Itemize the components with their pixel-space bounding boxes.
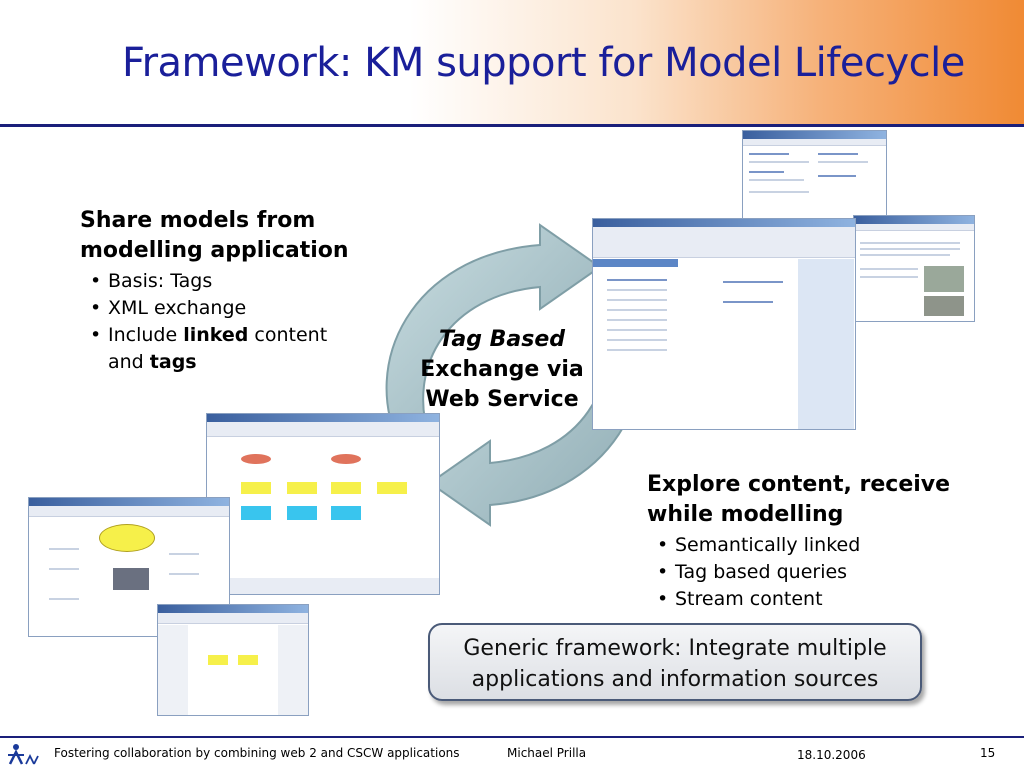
bullet3-mid: content xyxy=(248,324,328,346)
footer-talk-title: Fostering collaboration by combining web… xyxy=(54,746,460,760)
footer: Fostering collaboration by combining web… xyxy=(0,736,1024,770)
ide-screenshot xyxy=(157,604,309,716)
footer-page-number: 15 xyxy=(980,746,996,760)
share-bullet-list: Basis: Tags XML exchange Include linked … xyxy=(80,268,349,376)
center-exchange-label: Tag Based Exchange via Web Service xyxy=(412,325,592,415)
explore-bullet-list: Semantically linked Tag based queries St… xyxy=(647,532,950,613)
bullet-semantically-linked: Semantically linked xyxy=(657,532,950,559)
bullet-basis-tags: Basis: Tags xyxy=(90,268,349,295)
bullet3-line2-prefix: and xyxy=(108,351,150,373)
institute-logo-icon xyxy=(6,742,40,771)
bullet-stream-content: Stream content xyxy=(657,586,950,613)
callout-line1: Generic framework: Integrate multiple xyxy=(463,636,887,661)
header-rule xyxy=(0,124,1024,127)
footer-date: 18.10.2006 xyxy=(797,748,866,762)
callout-line2: applications and information sources xyxy=(471,667,879,692)
generic-framework-callout: Generic framework: Integrate multiple ap… xyxy=(428,623,922,701)
bullet3-bold-tags: tags xyxy=(149,351,197,373)
web-page-screenshot xyxy=(853,215,975,322)
bullet-tag-based-queries: Tag based queries xyxy=(657,559,950,586)
bullet3-prefix: Include xyxy=(108,324,184,346)
share-heading-line2: modelling application xyxy=(80,238,349,263)
bullet-include-linked: Include linked content and tags xyxy=(90,322,349,376)
knowledge-browser-screenshot xyxy=(592,218,856,430)
slide-title: Framework: KM support for Model Lifecycl… xyxy=(122,40,965,86)
explore-content-block: Explore content, receive while modelling… xyxy=(647,470,950,613)
footer-author: Michael Prilla xyxy=(507,746,587,760)
explore-heading-line1: Explore content, receive xyxy=(647,472,951,497)
modelling-tool-screenshot xyxy=(206,413,440,595)
center-line2: Exchange via xyxy=(420,357,584,382)
share-models-block: Share models from modelling application … xyxy=(80,206,349,376)
bullet3-bold-linked: linked xyxy=(183,324,249,346)
share-heading-line1: Share models from xyxy=(80,208,316,233)
arrow-upper xyxy=(385,223,602,447)
center-line3: Web Service xyxy=(425,387,579,412)
bullet-xml-exchange: XML exchange xyxy=(90,295,349,322)
center-line1: Tag Based xyxy=(438,327,566,352)
header-gradient xyxy=(0,0,1024,126)
explore-heading-line2: while modelling xyxy=(647,502,844,527)
web-browser-screenshot xyxy=(742,130,887,220)
